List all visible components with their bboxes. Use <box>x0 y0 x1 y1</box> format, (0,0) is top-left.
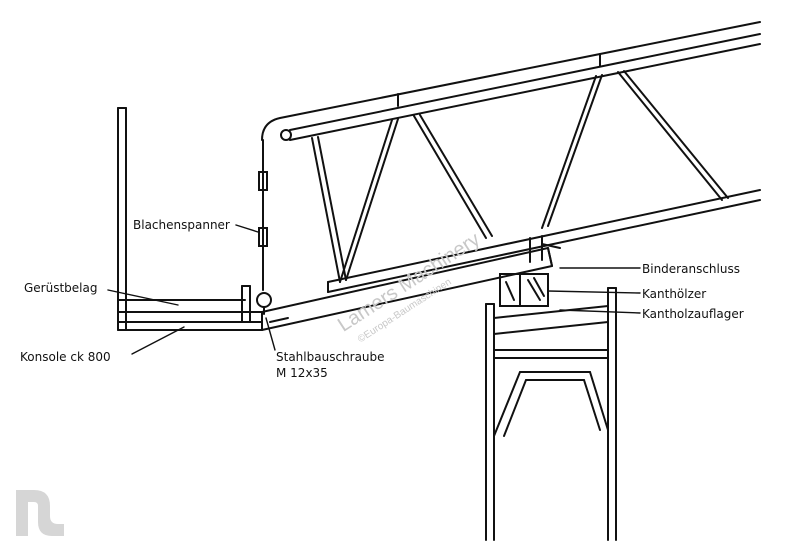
label-binderanschluss: Binderanschluss <box>642 262 740 276</box>
console-ck800 <box>117 285 263 331</box>
label-blachenspanner: Blachenspanner <box>133 218 230 232</box>
label-kanthoelzer: Kanthölzer <box>642 287 707 301</box>
truss-connection <box>529 235 561 267</box>
label-kantholzauflager: Kantholzauflager <box>642 307 744 321</box>
label-geruestbelag: Gerüstbelag <box>24 281 98 295</box>
label-m12x35: M 12x35 <box>276 366 328 380</box>
blachenspanner-wire <box>256 139 272 315</box>
scaffold-post-left <box>117 107 127 331</box>
label-konsole: Konsole ck 800 <box>20 350 111 364</box>
kanthoelzer-blocks <box>499 273 549 307</box>
leader-lines <box>107 224 641 355</box>
scaffold-frame-right <box>485 287 617 541</box>
truss-web <box>311 70 729 283</box>
watermark-logo-icon <box>16 490 64 536</box>
truss-bottom-chord <box>327 189 761 293</box>
label-stahlbauschraube: Stahlbauschraube <box>276 350 385 364</box>
truss-top-chord <box>261 21 761 141</box>
